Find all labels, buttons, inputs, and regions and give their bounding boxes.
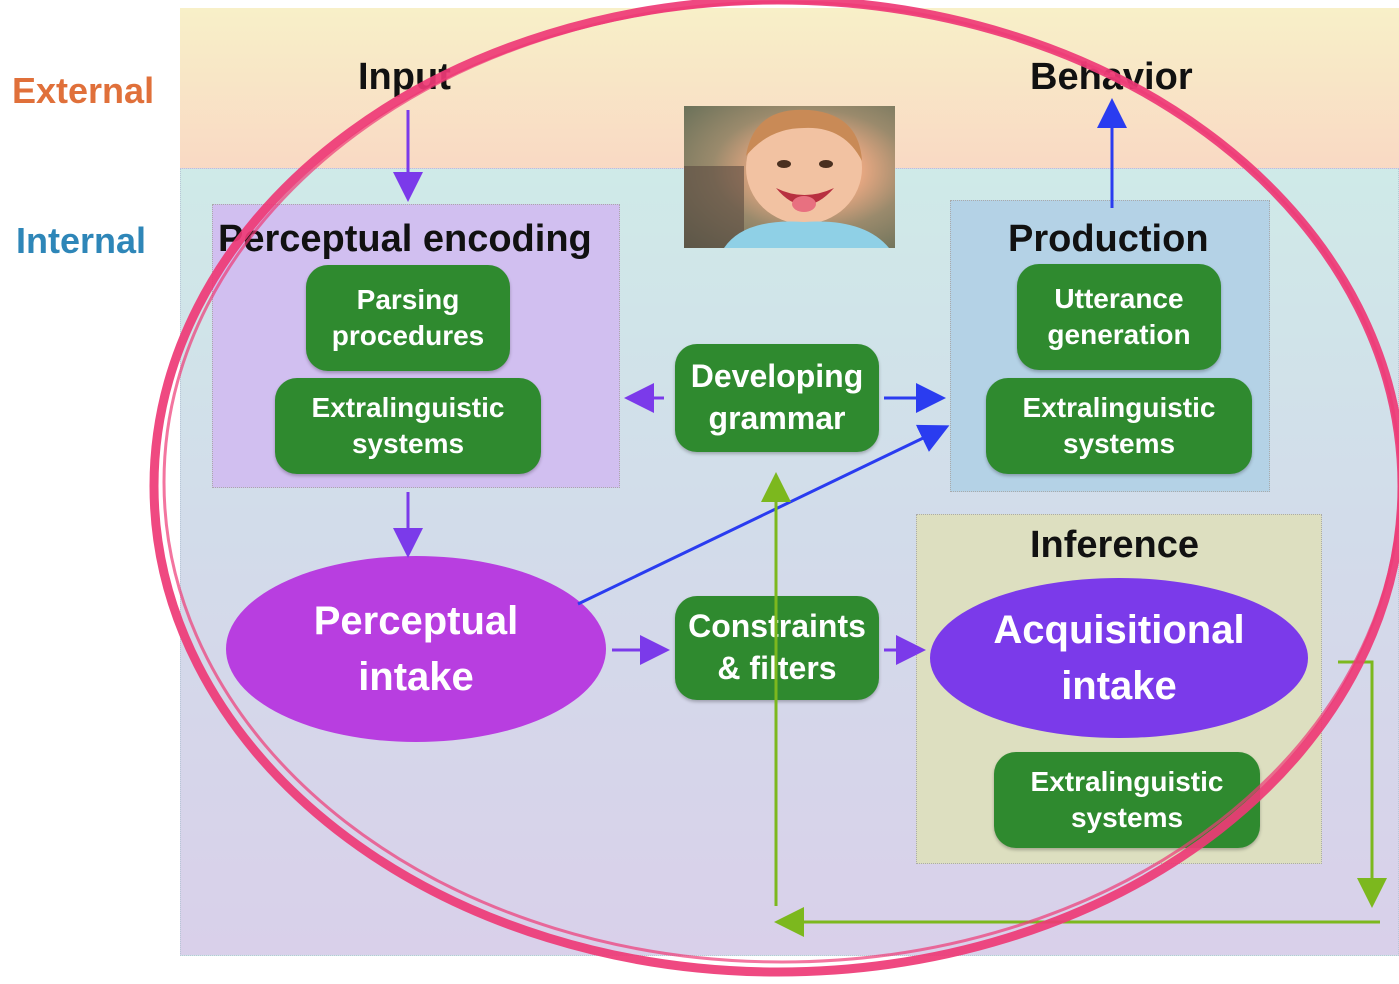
intake-line1: Perceptual <box>313 599 519 643</box>
perceptual-encoding-title: Perceptual encoding <box>218 218 592 260</box>
intake-line2: intake <box>358 655 474 699</box>
external-label: External <box>12 70 155 111</box>
internal-label: Internal <box>16 220 147 261</box>
intake-to-production-arrow <box>577 424 950 606</box>
prod-extra-line2: systems <box>1062 428 1176 459</box>
inf-extra-line1: Extralinguistic <box>1030 765 1224 797</box>
perc-extra-line1: Extralinguistic <box>311 391 505 423</box>
utterance-line2: generation <box>1047 319 1191 350</box>
acquisitional-intake-oval: Acquisitional intake <box>930 578 1308 738</box>
inference-title: Inference <box>1030 524 1199 566</box>
utterance-line1: Utterance <box>1054 282 1184 314</box>
highlight-circle-stroke2 <box>162 0 1399 964</box>
highlight-circle <box>149 0 1399 977</box>
utterance-generation-box: Utterance generation <box>1017 264 1221 370</box>
inf-extra-line2: systems <box>1070 802 1184 833</box>
parsing-line1: Parsing <box>356 283 460 315</box>
grammar-line2: grammar <box>708 400 846 436</box>
acq-line2: intake <box>1061 664 1177 708</box>
child-photo <box>684 106 895 248</box>
perceptual-intake-oval: Perceptual intake <box>226 556 606 742</box>
acq-line1: Acquisitional <box>993 608 1245 652</box>
perceptual-extralinguistic-box: Extralinguistic systems <box>275 378 541 474</box>
inference-feedback-loop <box>1338 660 1387 908</box>
prod-extra-line1: Extralinguistic <box>1022 391 1216 423</box>
grammar-line1: Developing <box>690 358 864 395</box>
developing-grammar-box: Developing grammar <box>675 344 879 452</box>
production-extralinguistic-box: Extralinguistic systems <box>986 378 1252 474</box>
perc-extra-line2: systems <box>351 428 465 459</box>
parsing-line2: procedures <box>331 320 485 351</box>
smiling-child-photo-icon <box>684 109 889 248</box>
parsing-procedures-box: Parsing procedures <box>306 265 510 371</box>
production-title: Production <box>1008 218 1209 260</box>
